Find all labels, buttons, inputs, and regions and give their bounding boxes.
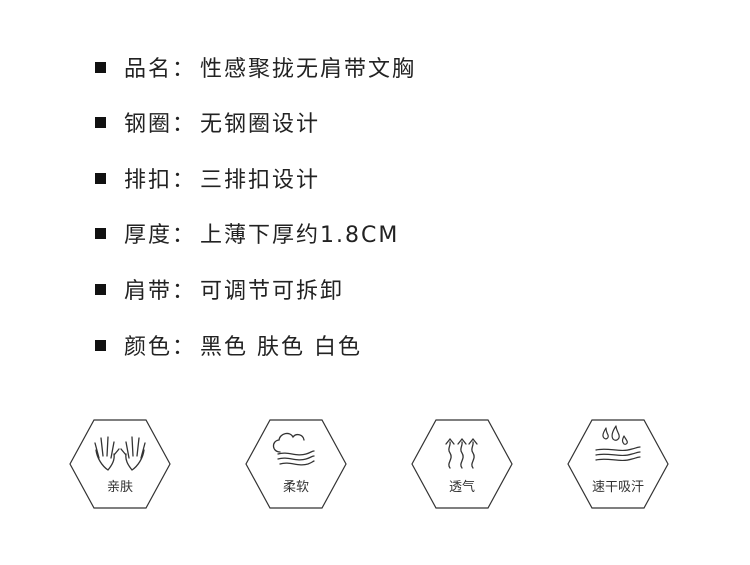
feature-label: 速干吸汗	[591, 480, 644, 495]
spec-value: 无钢圈设计	[200, 112, 321, 137]
spec-colon: ：	[172, 223, 197, 248]
feature-breathable: 透气	[410, 418, 514, 510]
feature-soft: 柔软	[244, 418, 348, 510]
steam-icon	[445, 437, 478, 469]
feature-quick-dry: 速干吸汗	[566, 418, 670, 510]
hexagon-outline	[411, 419, 513, 509]
spec-value: 可调节可拆卸	[200, 279, 345, 304]
cloud-wind-icon	[272, 432, 315, 466]
feature-label: 亲肤	[106, 480, 133, 495]
bullet-square	[95, 227, 106, 239]
spec-label: 肩带	[124, 279, 173, 304]
bullet-square	[95, 61, 106, 73]
spec-row-hooks: 排扣 ： 三排扣设计	[95, 158, 615, 198]
spec-row-colors: 颜色 ： 黑色 肤色 白色	[95, 325, 615, 365]
spec-label: 厚度	[124, 223, 173, 248]
spec-label: 排扣	[124, 168, 173, 193]
spec-colon: ：	[172, 335, 197, 360]
spec-value: 上薄下厚约1.8CM	[200, 223, 400, 248]
spec-value: 性感聚拢无肩带文胸	[200, 57, 417, 82]
hexagon-outline	[69, 419, 171, 509]
spec-row-thickness: 厚度 ： 上薄下厚约1.8CM	[95, 213, 615, 253]
spec-label: 品名	[124, 57, 173, 82]
spec-row-underwire: 钢圈 ： 无钢圈设计	[95, 102, 615, 142]
spec-colon: ：	[172, 57, 197, 82]
bullet-square	[95, 172, 106, 184]
spec-colon: ：	[172, 112, 197, 137]
spec-row-name: 品名 ： 性感聚拢无肩带文胸	[95, 47, 615, 87]
spec-value: 三排扣设计	[200, 168, 321, 193]
bullet-square	[95, 283, 106, 295]
hexagon-outline	[245, 419, 347, 509]
hands-icon	[94, 436, 146, 471]
spec-colon: ：	[172, 168, 197, 193]
spec-label: 钢圈	[124, 112, 173, 137]
water-drops-icon	[595, 425, 641, 462]
feature-skin-friendly: 亲肤	[68, 418, 172, 510]
hexagon-outline	[567, 419, 669, 509]
bullet-square	[95, 116, 106, 128]
spec-colon: ：	[172, 279, 197, 304]
spec-label: 颜色	[124, 335, 173, 360]
spec-row-straps: 肩带 ： 可调节可拆卸	[95, 269, 615, 309]
bullet-square	[95, 339, 106, 351]
feature-label: 柔软	[282, 480, 309, 495]
feature-label: 透气	[448, 480, 475, 495]
spec-value: 黑色 肤色 白色	[200, 335, 363, 360]
